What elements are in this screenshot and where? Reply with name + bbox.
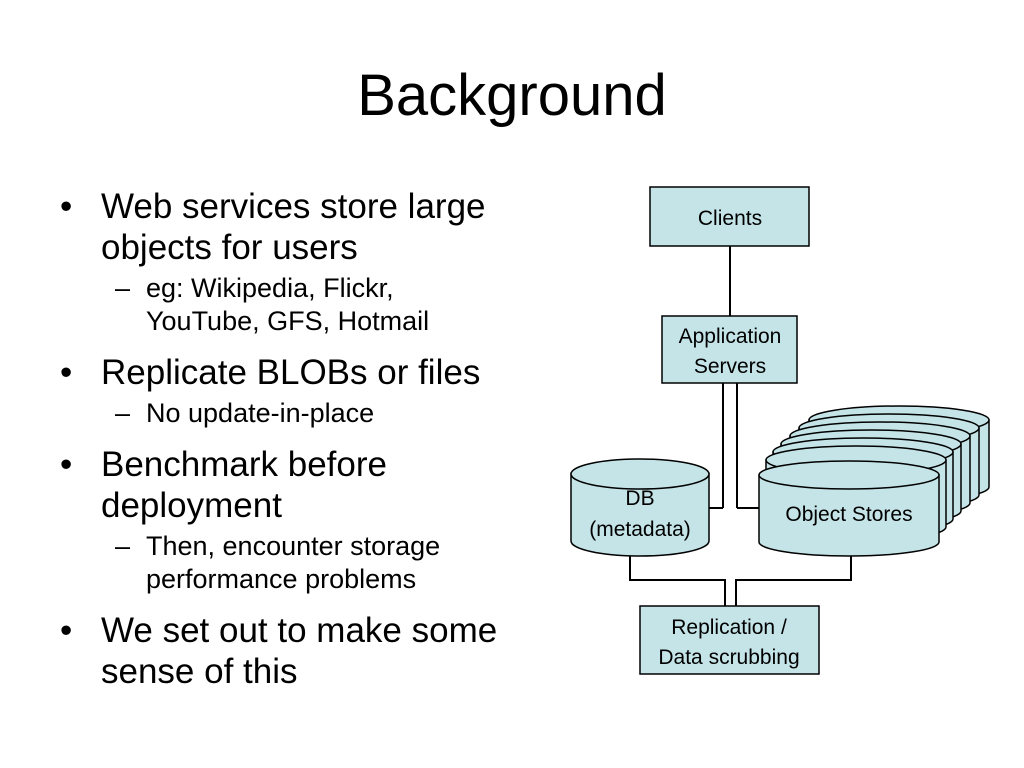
bullet-item: • Web services store large objects for u…	[60, 186, 570, 338]
clients-box-shape	[649, 186, 810, 247]
bullet-text: objects for users	[101, 228, 358, 267]
dash-marker: –	[115, 273, 131, 303]
bullet-item: • Benchmark before deployment – Then, en…	[60, 444, 570, 596]
db-cylinder-body	[570, 473, 710, 557]
sub-bullet-text: performance problems	[146, 564, 417, 594]
bullet-text: Web services store large	[101, 187, 486, 226]
db-label-line1: DB	[625, 487, 654, 510]
sub-bullet-list: – Then, encounter storage performance pr…	[101, 530, 570, 596]
clients-label: Clients	[698, 207, 762, 230]
replication-box: Replication / Data scrubbing	[639, 605, 820, 675]
sub-bullet-text: eg: Wikipedia, Flickr,	[146, 273, 394, 303]
bullet-text: deployment	[101, 486, 282, 525]
connector-db-replication	[629, 556, 726, 606]
bullet-item: • Replicate BLOBs or files – No update-i…	[60, 352, 570, 430]
object-stores-label: Object Stores	[785, 503, 912, 526]
replication-label-line2: Data scrubbing	[658, 646, 799, 669]
db-label-line2: (metadata)	[589, 518, 691, 541]
object-stores-stack	[758, 405, 990, 557]
bullet-text: Benchmark before	[101, 445, 387, 484]
bullet-item: • We set out to make some sense of this	[60, 610, 570, 692]
connector-lines	[629, 246, 852, 606]
object-store-cylinder-front	[758, 460, 940, 557]
connector-stores-replication	[735, 556, 852, 606]
bullet-marker: •	[60, 353, 73, 392]
object-store-cylinder-top	[758, 460, 940, 490]
sub-bullet-text: Then, encounter storage	[146, 531, 441, 561]
application-servers-label-line2: Servers	[694, 355, 766, 378]
dash-marker: –	[115, 398, 131, 428]
bullet-marker: •	[60, 187, 73, 226]
clients-box: Clients	[649, 186, 810, 247]
sub-bullet-item: – No update-in-place	[101, 397, 570, 430]
bullet-marker: •	[60, 611, 73, 650]
application-servers-box: Application Servers	[661, 315, 798, 384]
bullet-marker: •	[60, 445, 73, 484]
replication-label-line1: Replication /	[671, 616, 787, 639]
slide-title: Background	[357, 63, 667, 128]
sub-bullet-item: – eg: Wikipedia, Flickr, YouTube, GFS, H…	[101, 272, 570, 338]
db-cylinder	[570, 458, 710, 557]
bullet-text: We set out to make some	[101, 611, 498, 650]
sub-bullet-item: – Then, encounter storage performance pr…	[101, 530, 570, 596]
bullet-list: • Web services store large objects for u…	[60, 186, 570, 692]
application-servers-box-shape	[661, 315, 798, 384]
sub-bullet-list: – eg: Wikipedia, Flickr, YouTube, GFS, H…	[101, 272, 570, 338]
sub-bullet-text: No update-in-place	[146, 398, 375, 428]
db-cylinder-top	[570, 458, 710, 490]
object-store-cylinder-body	[758, 474, 940, 557]
replication-box-shape	[639, 605, 820, 675]
bullet-text: sense of this	[101, 652, 298, 691]
application-servers-label-line1: Application	[679, 325, 782, 348]
sub-bullet-list: – No update-in-place	[101, 397, 570, 430]
dash-marker: –	[115, 531, 131, 561]
sub-bullet-text: YouTube, GFS, Hotmail	[146, 306, 430, 336]
bullet-text: Replicate BLOBs or files	[101, 353, 481, 392]
